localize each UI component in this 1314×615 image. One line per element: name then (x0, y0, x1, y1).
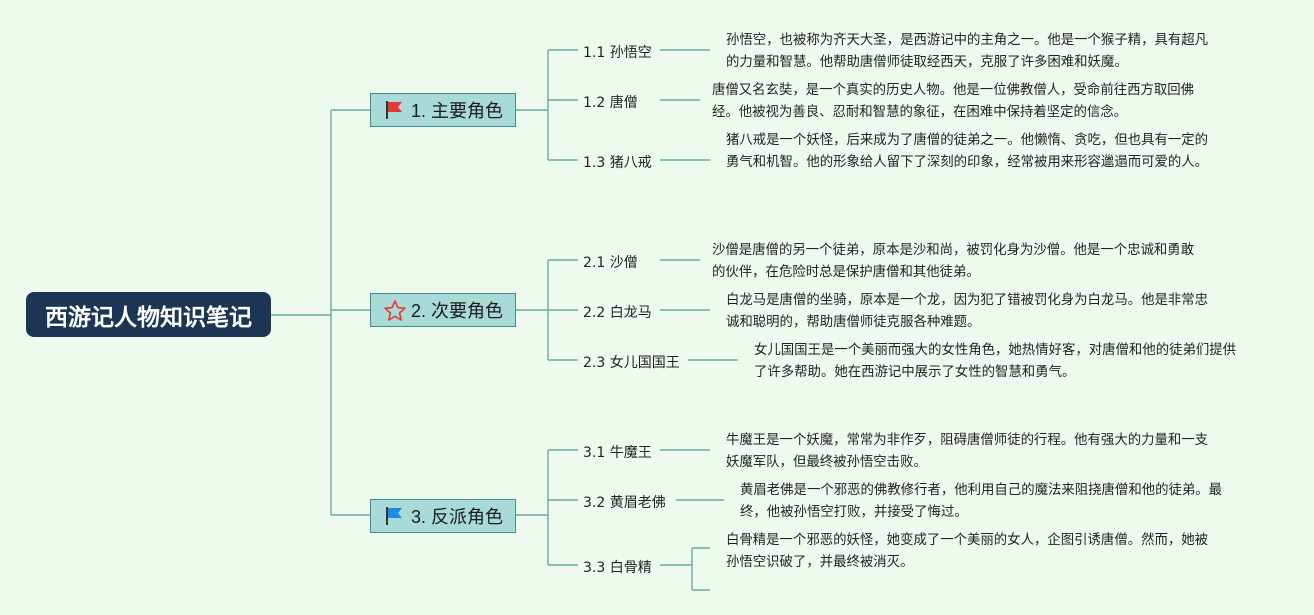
note-bailongma: 白龙马是唐僧的坐骑，原本是一个龙，因为犯了错被罚化身为白龙马。他是非常忠诚和聪明… (726, 293, 1209, 330)
branch-label: 2. 次要角色 (410, 301, 503, 321)
red-flag-icon (383, 99, 405, 121)
blue-flag-icon (383, 505, 405, 527)
subtopic-sunwukong[interactable]: 1.1 孙悟空 (583, 45, 652, 61)
branch-villains[interactable]: 3. 反派角色 (370, 499, 516, 533)
branch-label: 3. 反派角色 (410, 507, 503, 527)
note-tangseng: 唐僧又名玄奘，是一个真实的历史人物。他是一位佛教僧人，受命前往西方取回佛经。他被… (712, 83, 1195, 120)
note-shaseng: 沙僧是唐僧的另一个徒弟，原本是沙和尚，被罚化身为沙僧。他是一个忠诚和勇敢的伙伴，… (712, 243, 1195, 280)
branch-secondary-characters[interactable]: 2. 次要角色 (370, 293, 516, 327)
subtopic-bailongma[interactable]: 2.2 白龙马 (583, 305, 652, 321)
subtopic-shaseng[interactable]: 2.1 沙僧 (583, 255, 638, 271)
note-baigujing: 白骨精是一个邪恶的妖怪，她变成了一个美丽的女人，企图引诱唐僧。然而，她被孙悟空识… (726, 533, 1209, 570)
subtopic-niumowang[interactable]: 3.1 牛魔王 (583, 445, 652, 461)
red-star-icon (383, 299, 406, 321)
branch-label: 1. 主要角色 (410, 101, 503, 121)
root-topic[interactable]: 西游记人物知识笔记 (26, 292, 271, 337)
subtopic-baigujing[interactable]: 3.3 白骨精 (583, 560, 652, 576)
subtopic-tangseng[interactable]: 1.2 唐僧 (583, 95, 638, 111)
note-nverguo-king: 女儿国国王是一个美丽而强大的女性角色，她热情好客，对唐僧和他的徒弟们提供了许多帮… (754, 343, 1237, 380)
branch-main-characters[interactable]: 1. 主要角色 (370, 93, 516, 127)
note-huangmeilaofo: 黄眉老佛是一个邪恶的佛教修行者，他利用自己的魔法来阻挠唐僧和他的徒弟。最终，他被… (740, 483, 1223, 520)
subtopic-nverguo-king[interactable]: 2.3 女儿国国王 (583, 355, 680, 371)
subtopic-zhubajie[interactable]: 1.3 猪八戒 (583, 155, 652, 171)
note-sunwukong: 孙悟空，也被称为齐天大圣，是西游记中的主角之一。他是一个猴子精，具有超凡的力量和… (726, 33, 1209, 70)
note-zhubajie: 猪八戒是一个妖怪，后来成为了唐僧的徒弟之一。他懒惰、贪吃，但也具有一定的勇气和机… (726, 133, 1209, 170)
root-topic-label: 西游记人物知识笔记 (45, 303, 252, 331)
subtopic-huangmeilaofo[interactable]: 3.2 黄眉老佛 (583, 495, 666, 511)
note-niumowang: 牛魔王是一个妖魔，常常为非作歹，阻碍唐僧师徒的行程。他有强大的力量和一支妖魔军队… (726, 433, 1209, 470)
